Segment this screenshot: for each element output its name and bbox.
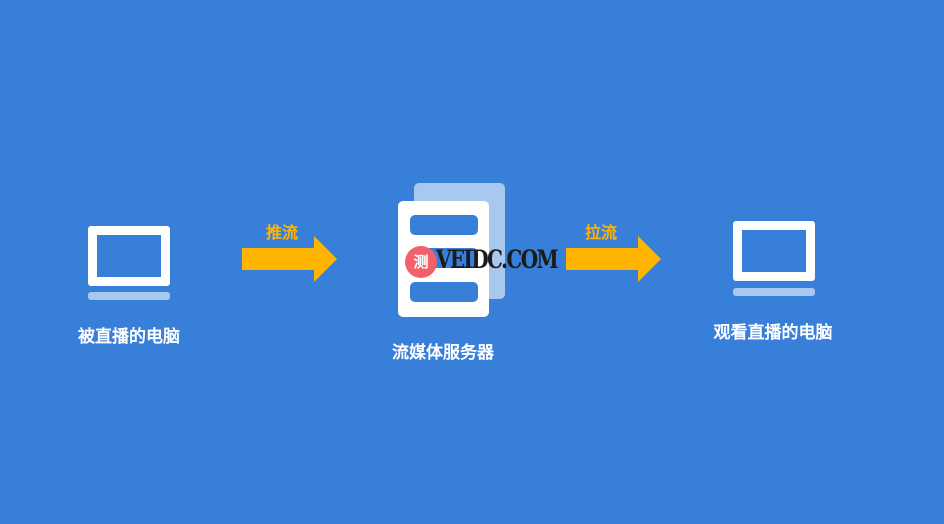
- laptop-screen: [88, 226, 170, 286]
- server-slot: [410, 215, 478, 235]
- server-node-label: 流媒体服务器: [392, 343, 494, 363]
- server-slot: [410, 282, 478, 302]
- laptop-screen: [733, 221, 815, 281]
- watermark-badge-icon: 测: [405, 246, 437, 278]
- laptop-base: [733, 288, 815, 296]
- push-arrow-icon: [242, 236, 337, 282]
- laptop-base: [88, 292, 170, 300]
- viewer-node-label: 观看直播的电脑: [713, 323, 833, 343]
- pull-edge-label: 拉流: [585, 223, 618, 242]
- source-node-label: 被直播的电脑: [78, 327, 180, 347]
- push-edge-label: 推流: [266, 223, 299, 242]
- watermark-text: VEIDC.COM: [436, 245, 559, 274]
- pull-arrow-icon: [566, 236, 661, 282]
